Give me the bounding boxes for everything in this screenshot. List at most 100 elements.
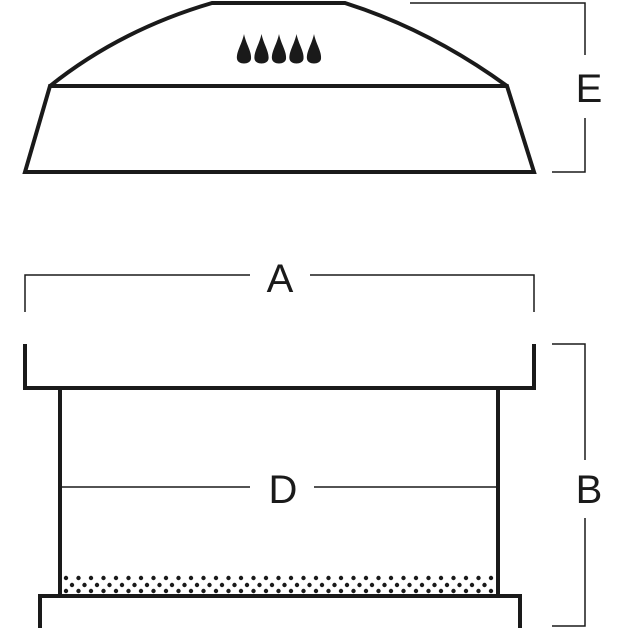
gravel-dot (176, 588, 181, 594)
gravel-dot (319, 582, 325, 588)
gravel-dot (376, 588, 381, 594)
dimension-a (24, 274, 535, 312)
gravel-dot (219, 582, 225, 588)
dimension-a-bracket-right (310, 274, 535, 312)
gravel-dot (88, 588, 94, 594)
gravel-dot (207, 582, 212, 588)
gravel-dot (413, 575, 419, 581)
gravel-dot (194, 582, 200, 588)
gravel-dot (138, 575, 144, 581)
gravel-dot (469, 582, 475, 588)
dimension-a-bracket-left (24, 274, 250, 312)
gravel-dot (476, 575, 481, 581)
gravel-dot (463, 588, 469, 594)
gravel-dot (432, 582, 437, 588)
gravel-dot (176, 575, 181, 581)
gravel-dot (226, 575, 231, 581)
gravel-dot (276, 575, 281, 581)
dimension-b-label: B (576, 468, 603, 512)
gravel-dot (488, 575, 494, 581)
gravel-dot (438, 588, 444, 594)
gravel-dot (269, 582, 275, 588)
gravel-fill (63, 575, 494, 594)
gravel-dot (213, 575, 219, 581)
gravel-dot (263, 575, 269, 581)
gravel-dot (451, 575, 456, 581)
gravel-dot (251, 575, 256, 581)
gravel-dot (101, 575, 106, 581)
gravel-dot (394, 582, 400, 588)
gravel-dot (301, 588, 306, 594)
gravel-dot (113, 575, 119, 581)
gravel-dot (132, 582, 137, 588)
gravel-dot (476, 588, 481, 594)
gravel-dot (444, 582, 450, 588)
flame-drop (271, 34, 287, 64)
gravel-dot (151, 575, 156, 581)
gravel-dot (438, 575, 444, 581)
lid (22, 0, 537, 174)
gravel-dot (138, 588, 144, 594)
gravel-dot (288, 575, 294, 581)
dimension-d-label: D (269, 468, 298, 512)
gravel-dot (63, 588, 69, 594)
gravel-dot (344, 582, 350, 588)
gravel-dot (238, 588, 244, 594)
gravel-dot (363, 588, 369, 594)
gravel-dot (188, 575, 194, 581)
gravel-dot (76, 575, 81, 581)
gravel-dot (482, 582, 487, 588)
gravel-dot (144, 582, 150, 588)
lid-rim (22, 84, 537, 174)
gravel-dot (88, 575, 94, 581)
dimension-b-bracket-bottom (552, 518, 586, 627)
gravel-dot (201, 575, 206, 581)
gravel-dot (257, 582, 262, 588)
gravel-dot (313, 588, 319, 594)
gravel-dot (326, 588, 331, 594)
gravel-dot (182, 582, 187, 588)
gravel-dot (457, 582, 462, 588)
gravel-dot (307, 582, 312, 588)
base (23, 344, 536, 628)
flame-drop (236, 34, 252, 64)
gravel-dot (94, 582, 100, 588)
dimension-e-label: E (576, 67, 603, 111)
gravel-dot (169, 582, 175, 588)
gravel-dot (226, 588, 231, 594)
flame-drop (289, 34, 304, 64)
gravel-dot (401, 575, 406, 581)
gravel-dot (107, 582, 112, 588)
gravel-dot (282, 582, 287, 588)
gravel-dot (163, 588, 169, 594)
dimension-e (410, 2, 586, 173)
base-foot (38, 594, 522, 628)
gravel-dot (82, 582, 87, 588)
gravel-dot (382, 582, 387, 588)
gravel-dot (351, 588, 356, 594)
gravel-dot (451, 588, 456, 594)
gravel-dot (351, 575, 356, 581)
gravel-dot (157, 582, 162, 588)
dimension-a-label: A (267, 257, 294, 301)
dimension-b (552, 343, 586, 627)
gravel-dot (332, 582, 337, 588)
flame-drop (306, 34, 322, 64)
gravel-dot (119, 582, 125, 588)
gravel-dot (357, 582, 362, 588)
gravel-dot (101, 588, 106, 594)
gravel-dot (488, 588, 494, 594)
gravel-dot (401, 588, 406, 594)
gravel-dot (407, 582, 412, 588)
gravel-dot (232, 582, 237, 588)
dimension-e-bracket-bottom (552, 118, 586, 173)
gravel-dot (126, 588, 131, 594)
gravel-dot (338, 588, 344, 594)
gravel-dot (426, 575, 431, 581)
gravel-dot (294, 582, 300, 588)
gravel-dot (113, 588, 119, 594)
gravel-dot (63, 575, 69, 581)
gravel-dot (201, 588, 206, 594)
base-top-rim (23, 344, 536, 390)
